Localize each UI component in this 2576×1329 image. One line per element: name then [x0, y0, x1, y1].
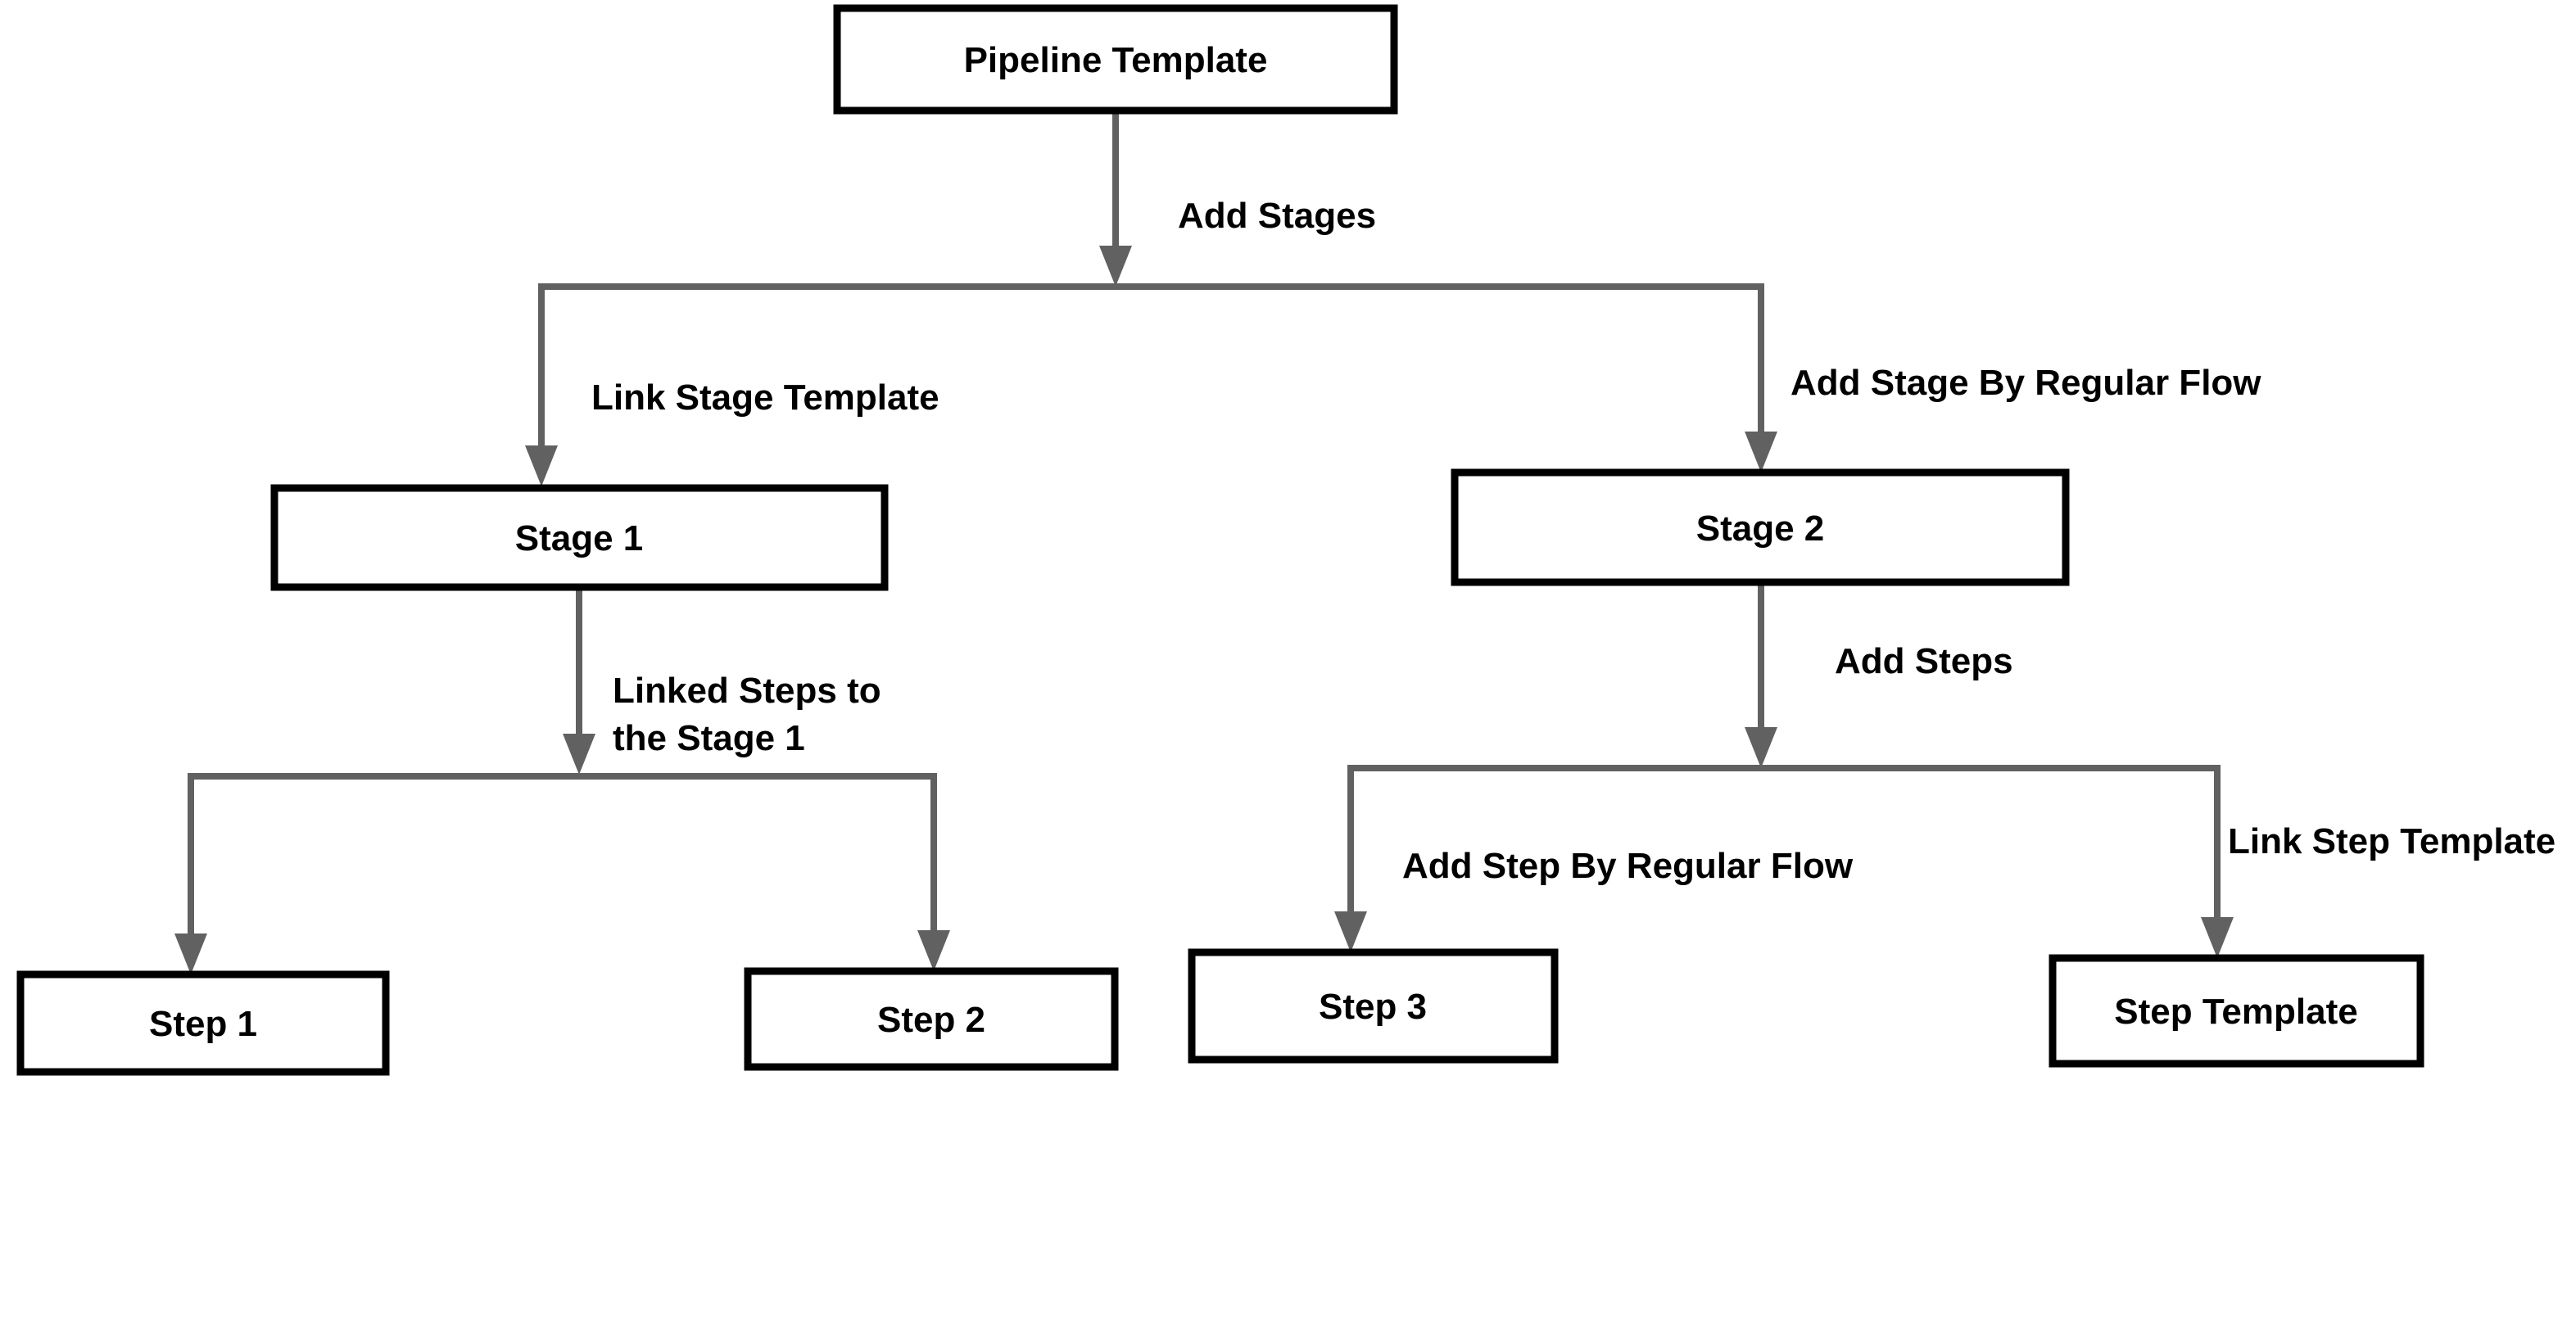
- connector-stage-2-to-branch: [1745, 582, 1777, 768]
- connector-stage-1-to-branch: [563, 587, 595, 775]
- node-label: Step 3: [1319, 987, 1427, 1027]
- node-stage-1: Stage 1: [270, 484, 889, 591]
- edge-label-add-stages: Add Stages: [1178, 196, 1376, 236]
- edge-label-linked-steps-line2: the Stage 1: [613, 718, 805, 758]
- node-box: [1188, 948, 1559, 1064]
- node-label: Pipeline Template: [964, 40, 1268, 80]
- connector-branch-to-stage-1: [525, 287, 558, 486]
- edge-label-add-stage-by-regular-flow: Add Stage By Regular Flow: [1791, 363, 2261, 403]
- edge-label-linked-steps-line1: Linked Steps to: [613, 671, 881, 711]
- arrowhead-down-icon: [1745, 432, 1777, 472]
- node-box: [1451, 468, 2070, 586]
- node-label: Step Template: [2114, 992, 2357, 1032]
- node-step-2: Step 2: [744, 967, 1119, 1071]
- node-stage-2: Stage 2: [1451, 468, 2070, 586]
- edge-label-add-step-by-regular-flow: Add Step By Regular Flow: [1402, 846, 1854, 886]
- connector-branch-to-step-3: [1334, 768, 1367, 952]
- arrowhead-down-icon: [917, 930, 950, 971]
- arrowhead-down-icon: [1334, 911, 1367, 952]
- connector-branch-to-step-2: [917, 776, 950, 971]
- node-box: [744, 967, 1119, 1071]
- arrowhead-down-icon: [1099, 246, 1132, 287]
- arrowhead-down-icon: [174, 933, 207, 974]
- connector-branch-to-step-1: [174, 776, 207, 974]
- node-step-3: Step 3: [1188, 948, 1559, 1064]
- node-label: Step 2: [877, 1000, 985, 1040]
- node-pipeline-template: Pipeline Template: [833, 4, 1398, 115]
- arrowhead-down-icon: [2201, 917, 2234, 958]
- connector-pipeline-to-branch: [1099, 111, 1132, 287]
- arrowhead-down-icon: [1745, 727, 1777, 768]
- node-box: [833, 4, 1398, 115]
- edge-label-add-steps: Add Steps: [1835, 641, 2013, 681]
- connector-branch-to-step-template: [2201, 768, 2234, 958]
- node-box: [2049, 954, 2424, 1068]
- node-step-template: Step Template: [2049, 954, 2424, 1068]
- arrowhead-down-icon: [563, 734, 595, 775]
- edge-label-link-step-template: Link Step Template: [2228, 821, 2556, 861]
- connector-branch-to-stage-2: [1745, 287, 1777, 472]
- node-label: Stage 2: [1696, 509, 1825, 549]
- node-box: [16, 970, 390, 1076]
- edge-label-link-stage-template: Link Stage Template: [591, 377, 939, 418]
- node-box: [270, 484, 889, 591]
- node-label: Stage 1: [515, 518, 644, 558]
- arrowhead-down-icon: [525, 445, 558, 486]
- node-step-1: Step 1: [16, 970, 390, 1076]
- node-label: Step 1: [149, 1004, 257, 1044]
